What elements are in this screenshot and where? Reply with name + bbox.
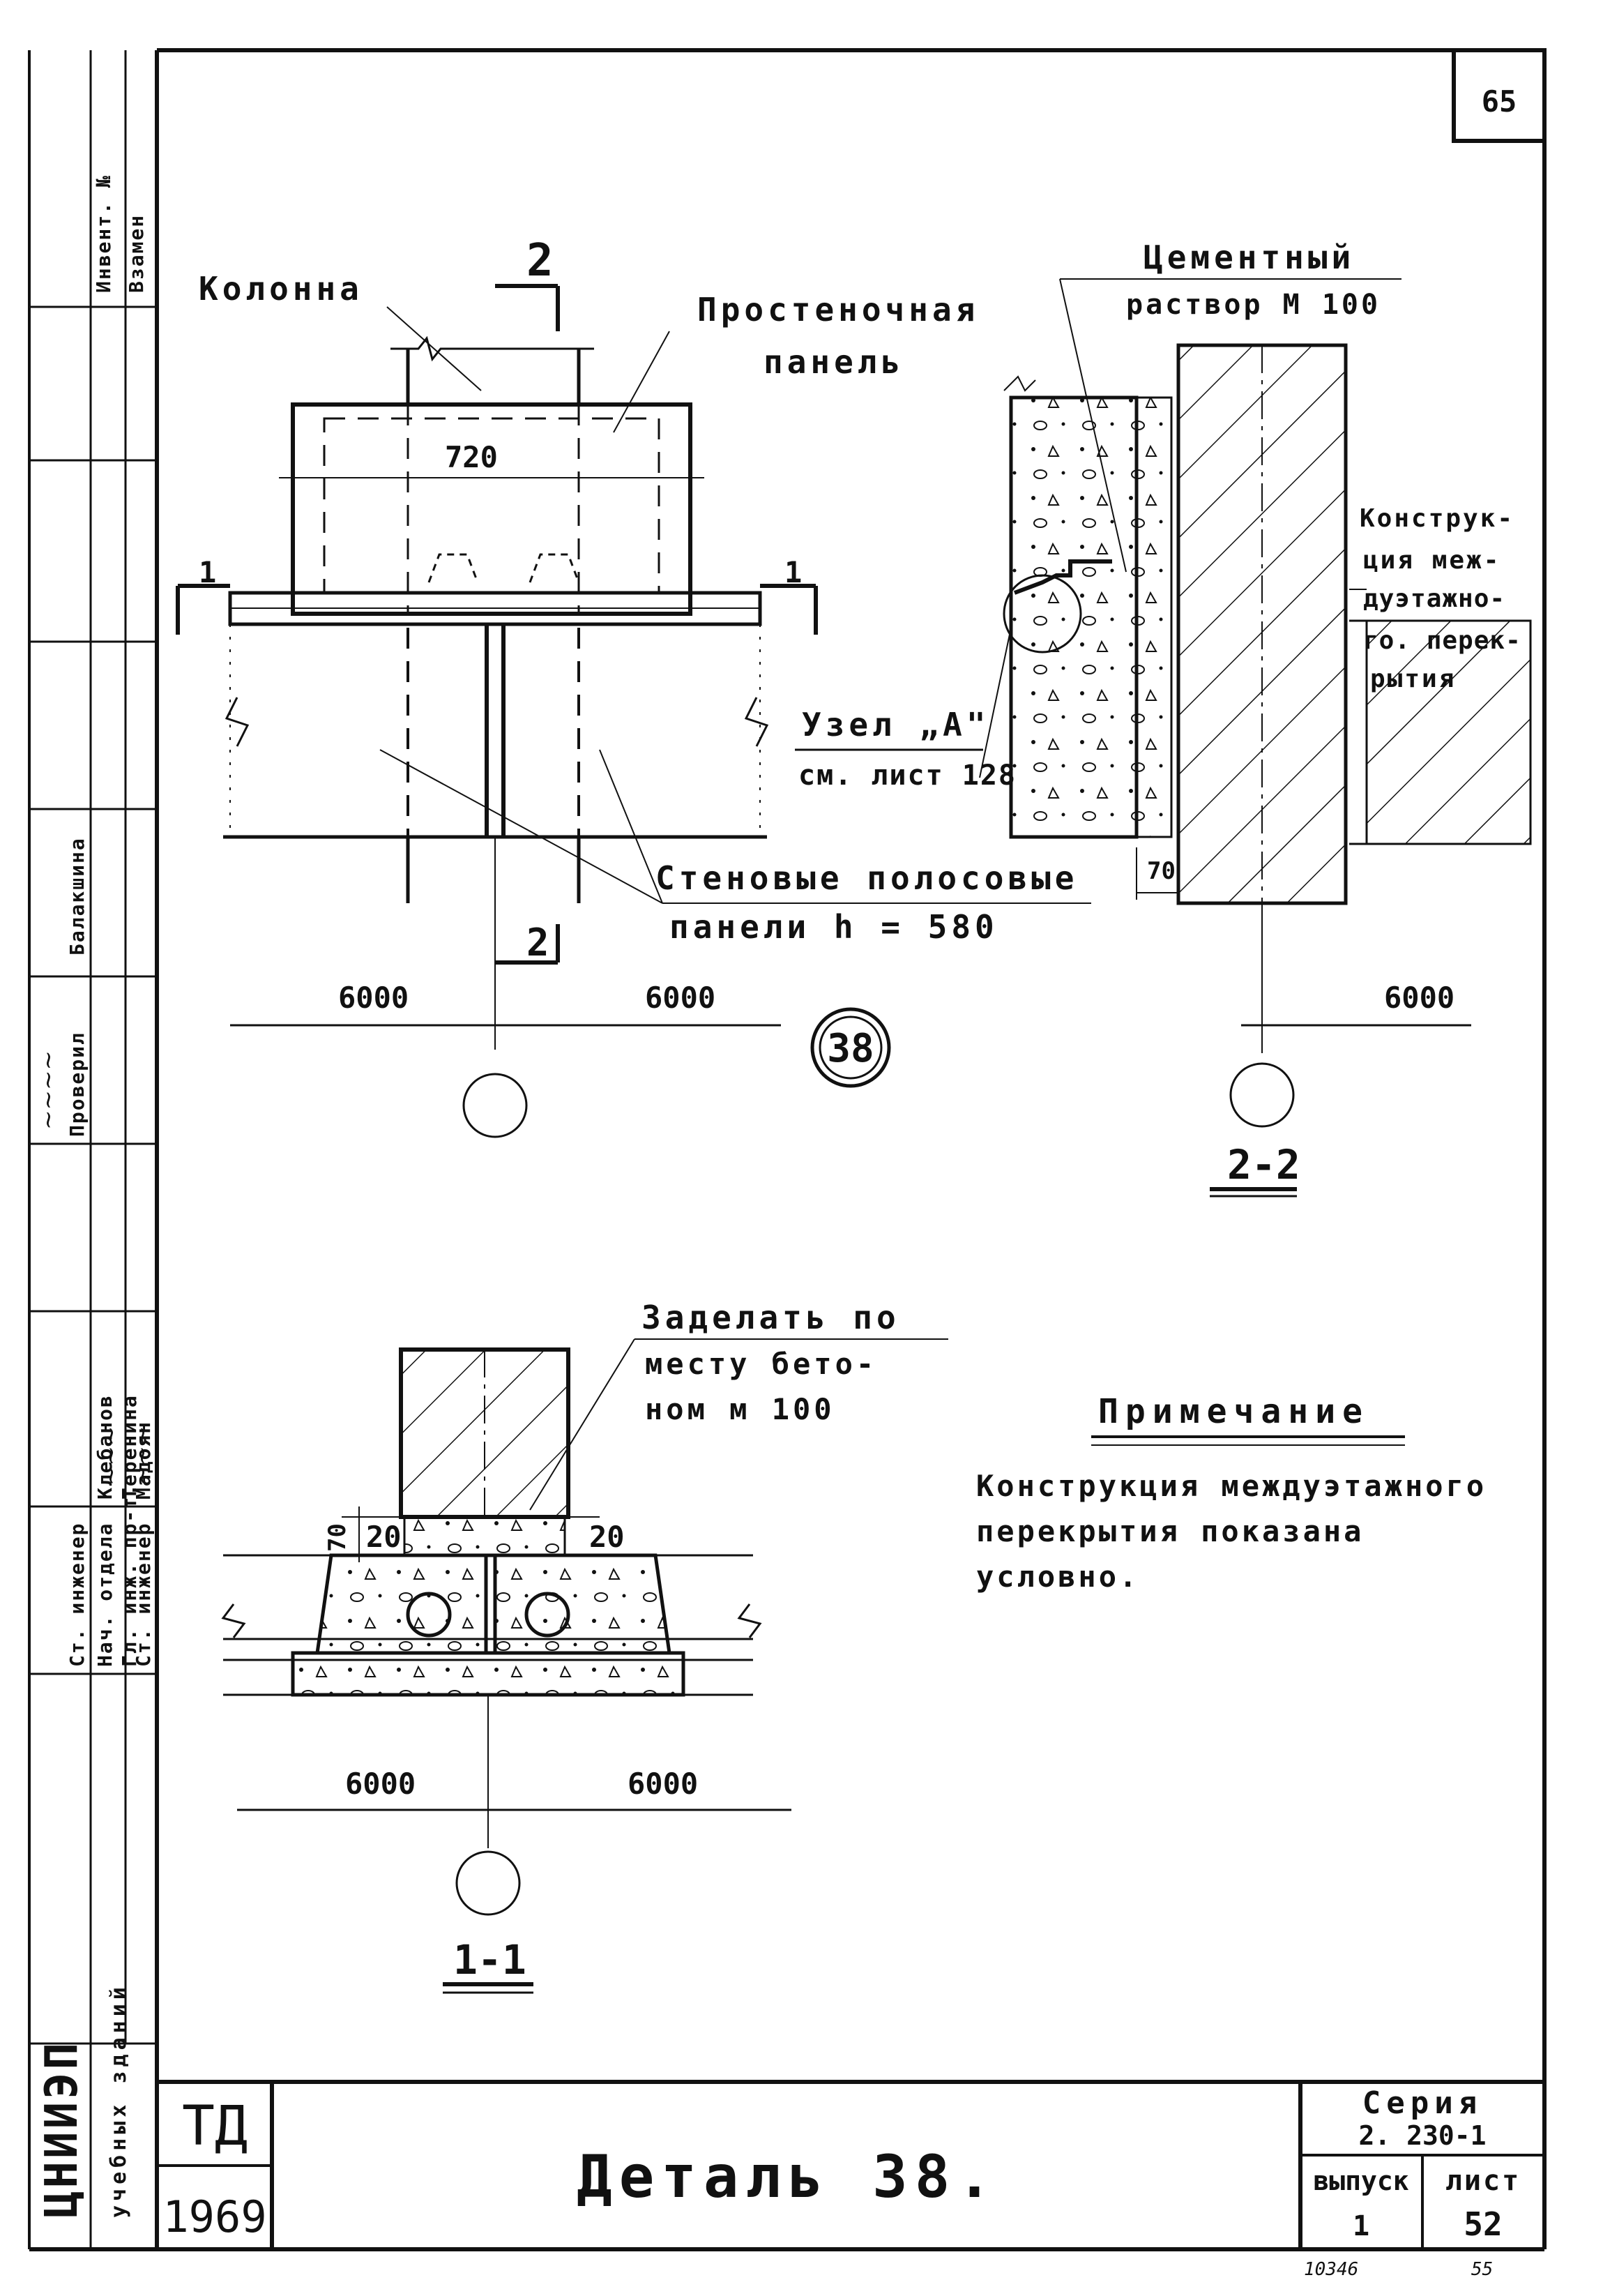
tb-under-right: 55 xyxy=(1471,2259,1493,2280)
label-mortar-1: Цементный xyxy=(1144,239,1355,276)
dim-70-s11: 70 xyxy=(324,1523,351,1552)
plan-view xyxy=(176,284,1091,1138)
left-stamp xyxy=(29,50,157,2249)
dim-6000-section: 6000 xyxy=(1384,981,1454,1015)
label-panel-2: панель xyxy=(763,343,904,381)
signature-4: ~~~ xyxy=(128,1426,156,1486)
detail-number: 38 xyxy=(827,1026,874,1071)
dim-20-right: 20 xyxy=(589,1520,625,1554)
tb-title: Деталь 38. xyxy=(577,2143,999,2211)
section-1-1-title: 1-1 xyxy=(453,1936,526,1984)
stamp-check-name: Балакшина xyxy=(66,837,89,956)
tb-sheet-value: 52 xyxy=(1464,2205,1502,2243)
dim-720: 720 xyxy=(445,440,498,474)
title-block-text: ТД 1969 Деталь 38. Серия 2. 230-1 выпуск… xyxy=(162,2085,1521,2280)
page-number: 65 xyxy=(1482,84,1517,119)
section-2-bottom: 2 xyxy=(526,921,549,965)
label-mortar-2: раствор М 100 xyxy=(1126,289,1381,321)
tb-series-value: 2. 230-1 xyxy=(1358,2120,1486,2151)
note-block: Примечание Конструкция междуэтажного пер… xyxy=(976,1392,1487,1594)
section-1-right: 1 xyxy=(784,555,802,589)
label-fill-1: Заделать по xyxy=(641,1299,900,1336)
label-floor-4: го. перек- xyxy=(1363,626,1521,655)
label-panel-1: Простеночная xyxy=(697,291,979,328)
org-name: ЦНИИЭП xyxy=(36,2040,88,2218)
detail-marker: 38 xyxy=(810,1007,891,1088)
label-fill-3: ном м 100 xyxy=(645,1392,835,1426)
dim-s11-right: 6000 xyxy=(628,1767,698,1801)
label-fill-2: месту бето- xyxy=(645,1347,877,1381)
org-subtitle: учебных зданий xyxy=(107,1983,131,2218)
section-2-2-title: 2-2 xyxy=(1227,1141,1300,1188)
tb-issue-value: 1 xyxy=(1353,2210,1369,2242)
note-heading: Примечание xyxy=(1098,1392,1369,1431)
note-line-3: условно. xyxy=(976,1559,1139,1594)
tb-code: ТД xyxy=(182,2095,248,2158)
stamp-text: Инвент. № Взамен Нач. отдела Гл. инж. пр… xyxy=(34,174,156,2218)
label-strip-1: Стеновые полосовые xyxy=(655,859,1079,897)
stamp-check-label: Проверил xyxy=(66,1032,89,1137)
stamp-col-inv: Инвент. № xyxy=(92,174,115,293)
section-2-2-labels: Цементный раствор М 100 Конструк- ция ме… xyxy=(795,239,1521,1188)
section-1-1-labels: Заделать по месту бето- ном м 100 70 20 … xyxy=(324,1299,900,1984)
stamp-name-2: Клебанов xyxy=(93,1394,116,1500)
tb-year: 1969 xyxy=(162,2191,266,2242)
label-column: Колонна xyxy=(199,270,363,308)
sheet-frame xyxy=(28,48,1547,2251)
label-node-1: Узел „А" xyxy=(802,706,990,743)
label-node-2: см. лист 128 xyxy=(798,760,1017,792)
label-floor-1: Конструк- xyxy=(1360,504,1514,533)
dim-70-section: 70 xyxy=(1147,857,1176,885)
stamp-role-3: Ст. инженер xyxy=(66,1523,89,1667)
note-line-1: Конструкция междуэтажного xyxy=(976,1469,1487,1503)
tb-issue-label: выпуск xyxy=(1313,2166,1408,2196)
dim-right: 6000 xyxy=(645,981,715,1015)
stamp-role-4: Ст. инженер xyxy=(132,1523,155,1667)
tb-sheet-label: лист xyxy=(1445,2165,1521,2197)
label-floor-3: дуэтажно- xyxy=(1363,584,1505,613)
section-2-2 xyxy=(979,278,1532,1198)
stamp-col-vzamen: Взамен xyxy=(125,214,148,293)
page-number-box: 65 xyxy=(1452,48,1547,143)
stamp-name-3: Теренина xyxy=(118,1394,141,1500)
stamp-name-4: Мадоян xyxy=(132,1421,155,1500)
signature-check: ~~~~ xyxy=(34,1050,62,1130)
dim-20-left: 20 xyxy=(366,1520,402,1554)
note-line-2: перекрытия показана xyxy=(976,1514,1364,1548)
label-floor-2: ция меж- xyxy=(1363,546,1501,575)
plan-labels: Колонна Простеночная панель 720 1 1 2 2 … xyxy=(199,235,1079,1015)
section-2-top: 2 xyxy=(526,235,554,287)
section-1-left: 1 xyxy=(199,555,216,589)
stamp-role-2: Гл. инж. пр-т. xyxy=(118,1483,141,1667)
label-floor-5: рытия xyxy=(1370,665,1456,693)
section-1-1 xyxy=(221,1338,948,1994)
tb-under-left: 10346 xyxy=(1304,2259,1358,2280)
stamp-role-1: Нач. отдела xyxy=(93,1523,116,1667)
signature-2: ~~~ xyxy=(97,1426,125,1486)
dim-left: 6000 xyxy=(338,981,409,1015)
tb-series-label: Серия xyxy=(1362,2085,1482,2121)
label-strip-2: панели h = 580 xyxy=(669,908,998,946)
dim-s11-left: 6000 xyxy=(345,1767,416,1801)
title-block xyxy=(157,2080,1544,2249)
